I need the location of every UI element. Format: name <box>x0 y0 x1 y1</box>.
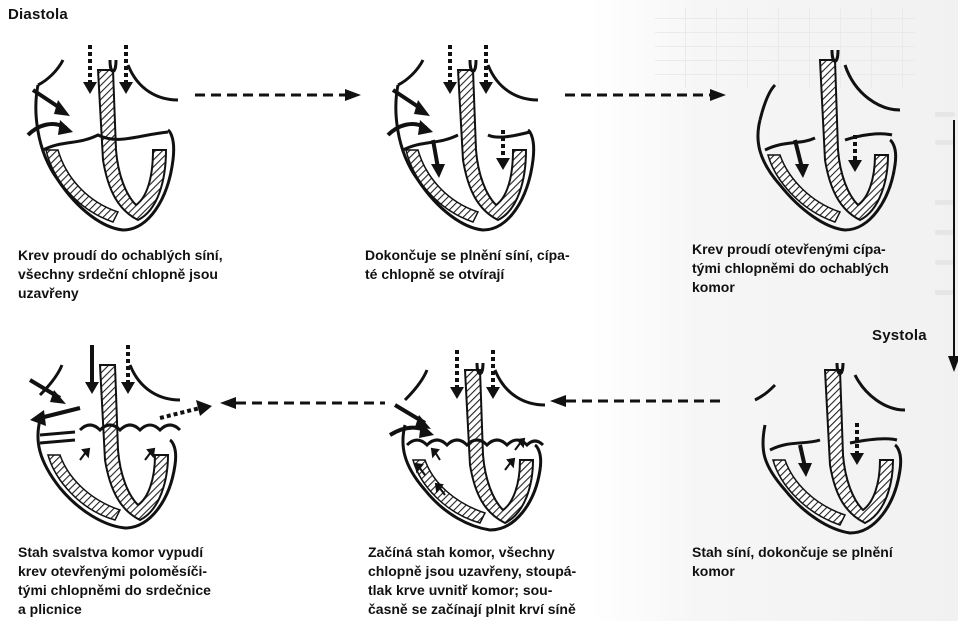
background-text-ghost <box>935 112 955 117</box>
flow-arrow-1-2 <box>195 87 365 103</box>
systola-label: Systola <box>872 327 927 344</box>
heart-diagram-4 <box>745 355 920 540</box>
caption-1: Krev proudí do ochablých síní, všechny s… <box>18 246 223 303</box>
flow-arrow-4-5 <box>550 393 730 409</box>
flow-arrow-5-6 <box>220 395 390 411</box>
heart-diagram-6 <box>20 340 215 535</box>
caption-6: Stah svalstva komor vypudí krev otevřený… <box>18 543 211 619</box>
heart-diagram-3 <box>740 40 915 240</box>
diastola-label: Diastola <box>8 6 68 23</box>
caption-3: Krev proudí otevřenými cípa- tými chlopn… <box>692 240 889 297</box>
flow-arrow-2-3 <box>565 87 730 103</box>
caption-5: Začíná stah komor, všechny chlopně jsou … <box>368 543 576 619</box>
heart-diagram-1 <box>18 40 193 240</box>
caption-4: Stah síní, dokončuje se plnění komor <box>692 543 893 581</box>
heart-diagram-2 <box>378 40 553 240</box>
vertical-flow-arrow <box>944 120 958 375</box>
caption-2: Dokončuje se plnění síní, cípa- té chlop… <box>365 246 570 284</box>
heart-diagram-5 <box>385 345 560 535</box>
